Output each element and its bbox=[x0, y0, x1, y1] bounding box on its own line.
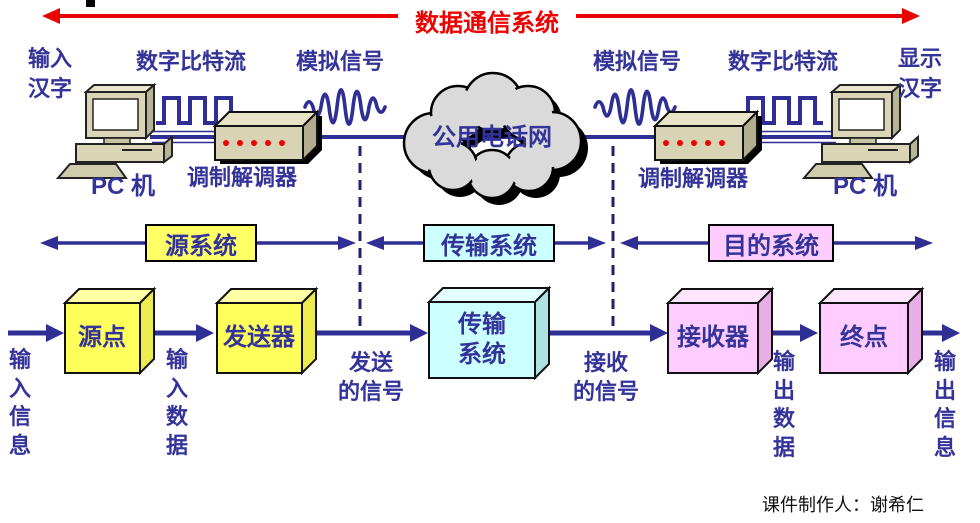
systems-band-arrows bbox=[40, 236, 933, 250]
transmission-system-band-box: 传输系统 bbox=[423, 224, 555, 262]
pc-label-left: PC 机 bbox=[90, 173, 156, 200]
sent-signal-label: 发送 的信号 bbox=[337, 350, 405, 404]
banner-title: 数据通信系统 bbox=[415, 10, 559, 37]
transmission-system-box bbox=[426, 285, 552, 381]
telephone-network-cloud bbox=[402, 71, 588, 205]
transmission-system-label: 传输 系统 bbox=[458, 311, 506, 368]
analog-label-right: 模拟信号 bbox=[592, 49, 682, 74]
pc-icon-right bbox=[801, 82, 919, 179]
bitstream-label-left: 数字比特流 bbox=[135, 49, 247, 74]
author-credit: 课件制作人：谢希仁 bbox=[762, 495, 924, 515]
output-data-label: 输 出 数 据 bbox=[772, 349, 796, 460]
modem-icon-left bbox=[212, 109, 322, 164]
output-info-label: 输 出 信 息 bbox=[933, 349, 957, 460]
terminal-box bbox=[817, 286, 925, 376]
banner-double-arrow bbox=[42, 8, 920, 24]
slide-crop-mark bbox=[86, 0, 95, 7]
pc-label-right: PC 机 bbox=[832, 173, 898, 200]
destination-system-box: 目的系统 bbox=[708, 224, 834, 262]
digital-signal-icon-right bbox=[740, 96, 823, 125]
receiver-box bbox=[665, 286, 775, 376]
flow-arrows bbox=[8, 324, 960, 342]
analog-signal-icon-left bbox=[303, 87, 387, 127]
cloud-label: 公用电话网 bbox=[432, 123, 552, 151]
analog-signal-icon-right bbox=[593, 87, 677, 127]
input-hanzi-label: 输入 汉字 bbox=[28, 46, 73, 101]
bitstream-label-right: 数字比特流 bbox=[727, 49, 839, 74]
source-node-label: 源点 bbox=[78, 324, 126, 351]
modem-icon-right bbox=[652, 109, 762, 164]
input-info-label: 输 入 信 息 bbox=[8, 347, 32, 458]
input-data-label: 输 入 数 据 bbox=[165, 347, 189, 458]
source-node-box bbox=[62, 286, 157, 376]
transmitter-label: 发送器 bbox=[223, 324, 295, 351]
received-signal-label: 接收 的信号 bbox=[572, 350, 640, 404]
display-hanzi-label: 显示 汉字 bbox=[898, 46, 943, 101]
analog-label-left: 模拟信号 bbox=[295, 49, 385, 74]
transmitter-box bbox=[214, 286, 319, 376]
modem-label-right: 调制解调器 bbox=[637, 166, 749, 191]
receiver-label: 接收器 bbox=[677, 324, 749, 351]
modem-label-left: 调制解调器 bbox=[186, 165, 298, 190]
pc-icon-left bbox=[55, 82, 173, 179]
terminal-label: 终点 bbox=[840, 324, 888, 351]
digital-signal-icon-left bbox=[156, 96, 239, 125]
source-system-box: 源系统 bbox=[145, 224, 257, 262]
